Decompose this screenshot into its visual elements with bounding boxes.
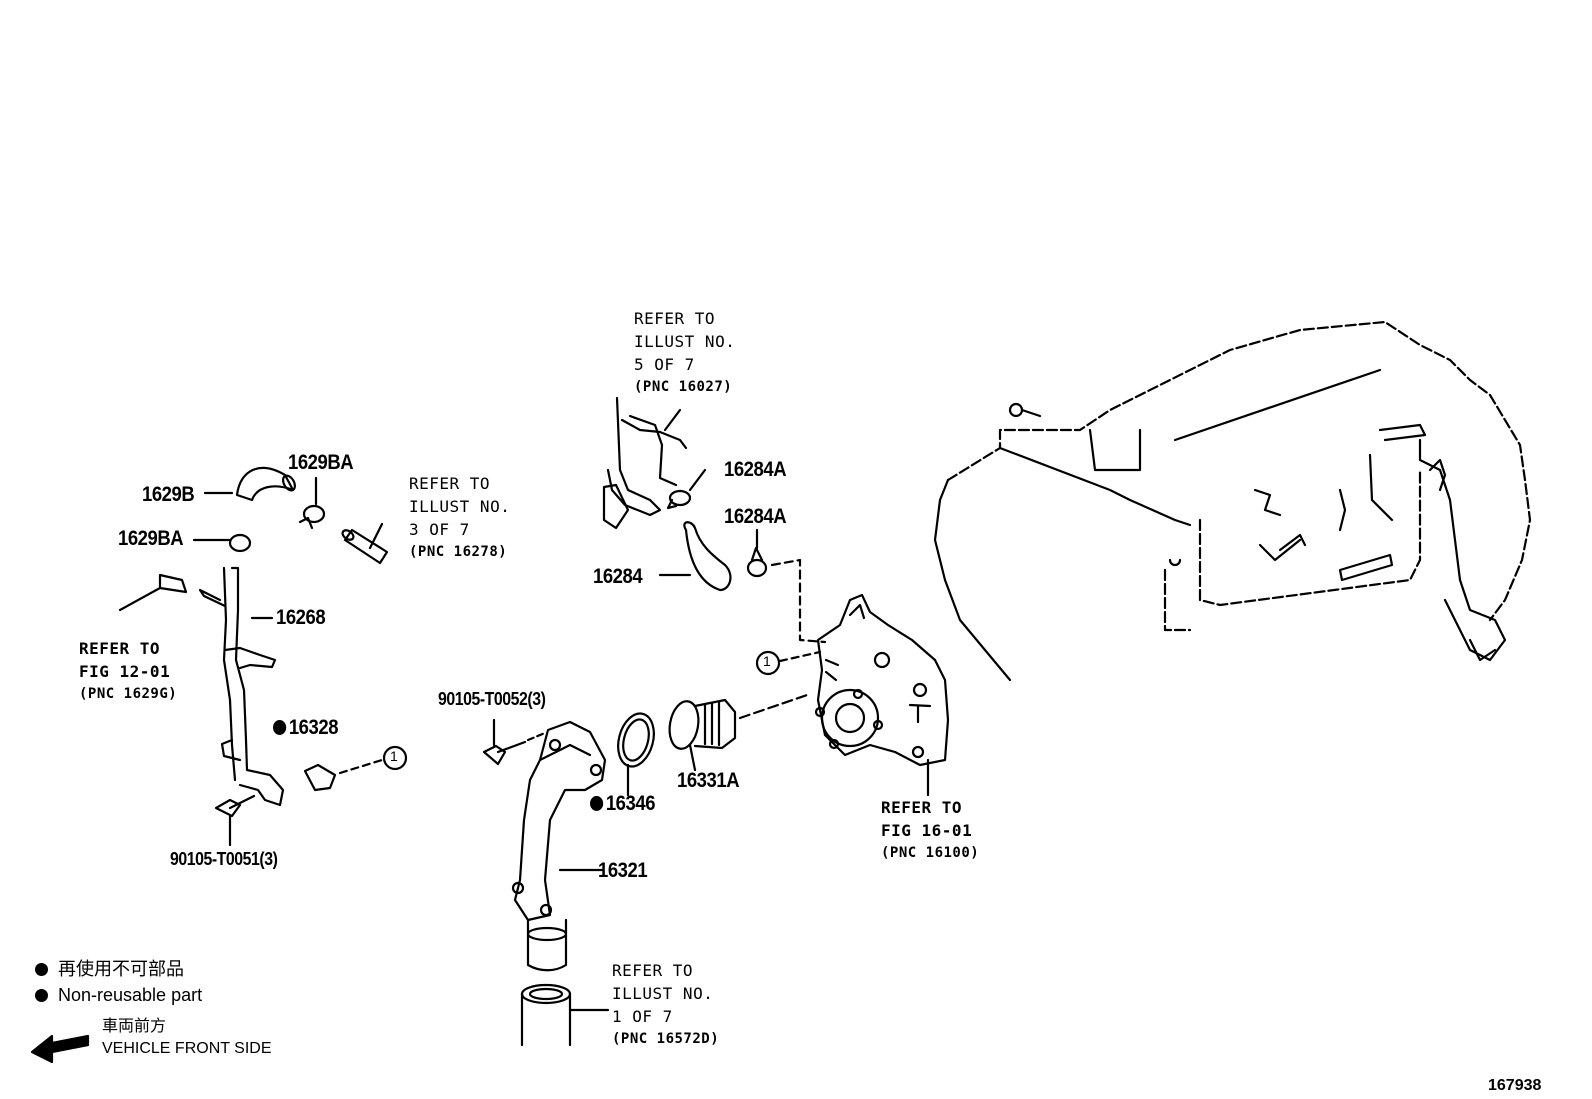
ref-line: FIG 16-01	[881, 821, 973, 840]
label-16284A-top: 16284A	[724, 458, 787, 481]
legend-row-en: Non-reusable part	[35, 986, 202, 1012]
clamp-16284A-top	[666, 468, 707, 510]
legend-text-en: Non-reusable part	[58, 985, 203, 1005]
ref-line: 1 OF 7	[612, 1007, 673, 1026]
ref-pnc: (PNC 16100)	[881, 845, 980, 861]
illustration-number: 167938	[1488, 1077, 1542, 1094]
ref-line: 3 OF 7	[409, 520, 470, 539]
ref-fig12-leader	[118, 586, 162, 612]
callout-circle-left	[382, 745, 408, 771]
callout-circle-left-number: 1	[390, 748, 398, 764]
water-pump-housing	[814, 593, 950, 797]
legend-text-jp: 再使用不可部品	[58, 959, 184, 979]
bolt-90105-T0051	[214, 794, 256, 847]
label-16268: 16268	[276, 606, 326, 629]
legend-bullet-icon	[35, 989, 48, 1002]
ref-note-5-of-7: REFER TO ILLUST NO. 5 OF 7 (PNC 16027)	[634, 307, 735, 399]
ref-line: REFER TO	[634, 309, 716, 328]
clamp-16284A-mid	[746, 528, 768, 578]
legend-non-reusable: 再使用不可部品 Non-reusable part	[35, 960, 202, 1012]
label-16321: 16321	[598, 859, 648, 882]
gasket-16328	[303, 758, 384, 792]
ref-pnc: (PNC 16278)	[409, 544, 508, 560]
label-16346: 16346	[590, 793, 655, 814]
gasket-16346	[617, 712, 655, 797]
dashed-leader-hose-to-pump	[770, 558, 827, 644]
ref-note-1-of-7: REFER TO ILLUST NO. 1 OF 7 (PNC 16572D)	[612, 959, 719, 1051]
label-1629B: 1629B	[142, 483, 195, 506]
label-16284: 16284	[593, 565, 643, 588]
label-16346-text: 16346	[605, 792, 656, 815]
ref-line: ILLUST NO.	[409, 497, 511, 516]
label-16328: 16328	[273, 717, 338, 738]
ref-pnc: (PNC 16572D)	[612, 1031, 720, 1047]
label-1629BA-left: 1629BA	[118, 527, 184, 550]
vehicle-front-side-note: 車両前方 VEHICLE FRONT SIDE	[102, 1016, 272, 1060]
label-16284A-mid: 16284A	[724, 505, 787, 528]
ref-pnc: (PNC 16027)	[634, 379, 733, 395]
water-inlet-16321	[511, 720, 607, 972]
ref-note-fig-12-01: REFER TO FIG 12-01 (PNC 1629G)	[79, 637, 177, 706]
non-reusable-bullet	[590, 796, 604, 811]
ref-line: REFER TO	[79, 639, 161, 658]
bolt-90105-T0052	[482, 718, 547, 766]
non-reusable-bullet	[273, 720, 287, 735]
pipe-16268	[158, 566, 285, 807]
clamp-1629BA-top	[298, 476, 326, 530]
pipe-ref-5-of-7	[602, 396, 688, 530]
pipe-ref-3-of-7	[341, 522, 389, 565]
hose-16284	[658, 521, 732, 592]
ref-line: ILLUST NO.	[634, 332, 736, 351]
label-90105-T0052: 90105-T0052(3)	[438, 689, 546, 709]
legend-bullet-icon	[35, 963, 48, 976]
dashed-leader-circle-right	[778, 650, 822, 663]
ref-line: REFER TO	[409, 474, 491, 493]
pipe-ref-1-of-7	[520, 983, 610, 1047]
engine-block-outline	[933, 320, 1532, 682]
ref-line: REFER TO	[612, 961, 694, 980]
clamp-1629BA-left	[192, 533, 252, 553]
thermostat-16331A	[668, 692, 812, 772]
label-1629BA-top: 1629BA	[288, 451, 354, 474]
vehicle-front-arrow	[30, 1034, 90, 1064]
ref-line: FIG 12-01	[79, 662, 171, 681]
label-16328-text: 16328	[288, 716, 339, 739]
ref-line: 5 OF 7	[634, 355, 695, 374]
ref-line: REFER TO	[881, 798, 963, 817]
hose-1629B	[203, 466, 296, 502]
front-text-en: VEHICLE FRONT SIDE	[102, 1040, 272, 1057]
front-text-jp: 車両前方	[102, 1018, 167, 1035]
callout-circle-right	[755, 650, 781, 676]
label-16331A: 16331A	[677, 769, 740, 792]
callout-circle-right-number: 1	[763, 653, 771, 669]
ref-note-3-of-7: REFER TO ILLUST NO. 3 OF 7 (PNC 16278)	[409, 472, 510, 564]
ref-note-fig-16-01: REFER TO FIG 16-01 (PNC 16100)	[881, 796, 979, 865]
label-90105-T0051: 90105-T0051(3)	[170, 849, 278, 869]
legend-row-jp: 再使用不可部品	[35, 960, 202, 986]
ref-line: ILLUST NO.	[612, 984, 714, 1003]
ref-pnc: (PNC 1629G)	[79, 686, 178, 702]
